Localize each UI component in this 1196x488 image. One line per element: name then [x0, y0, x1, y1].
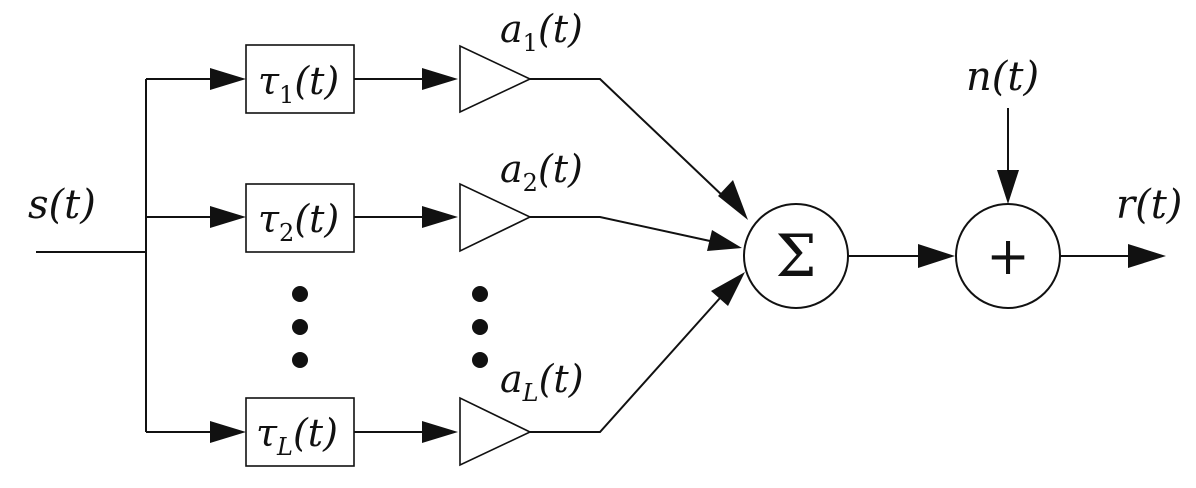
gain-amp-L: [459, 396, 532, 467]
delay-box-1: [245, 44, 355, 114]
sum-in-1-arrow: [718, 180, 748, 220]
ellipsis-dot: [292, 319, 308, 335]
delay-label-2: τ2(t): [258, 197, 339, 247]
adder-in-arrow: [918, 244, 955, 268]
gain-amp-2: [459, 182, 532, 253]
ellipsis-dot: [472, 319, 488, 335]
gain-amp-1: [459, 44, 532, 114]
branch-2-arrow: [210, 206, 246, 228]
ellipsis-dot: [292, 352, 308, 368]
adder-symbol: +: [986, 227, 1030, 287]
ellipsis-dot: [472, 352, 488, 368]
amp-L-arrow: [422, 421, 458, 443]
ellipsis-dot: [292, 286, 308, 302]
gain-label-L: aL(t): [500, 357, 584, 407]
gain-label-1: a1(t): [500, 7, 583, 57]
gain-L-out-line: [530, 297, 721, 433]
summation-symbol: Σ: [775, 222, 816, 290]
noise-arrow: [997, 170, 1019, 204]
branch-1-arrow: [210, 68, 246, 90]
output-label: r(t): [1116, 182, 1182, 228]
ellipsis-dot: [472, 286, 488, 302]
sum-in-L-arrow: [711, 272, 745, 306]
gain-2-out-line: [530, 216, 711, 242]
branch-L-arrow: [210, 421, 246, 443]
amp-1-arrow: [422, 68, 458, 90]
output-arrow: [1128, 244, 1166, 268]
delay-label-L: τL(t): [256, 411, 338, 461]
input-label: s(t): [28, 182, 96, 228]
gain-1-out-line: [530, 78, 726, 199]
delay-label-1: τ1(t): [258, 59, 339, 109]
noise-label: n(t): [966, 54, 1039, 100]
sum-in-2-arrow: [707, 230, 742, 251]
gain-label-2: a2(t): [500, 147, 583, 197]
amp-2-arrow: [422, 206, 458, 228]
